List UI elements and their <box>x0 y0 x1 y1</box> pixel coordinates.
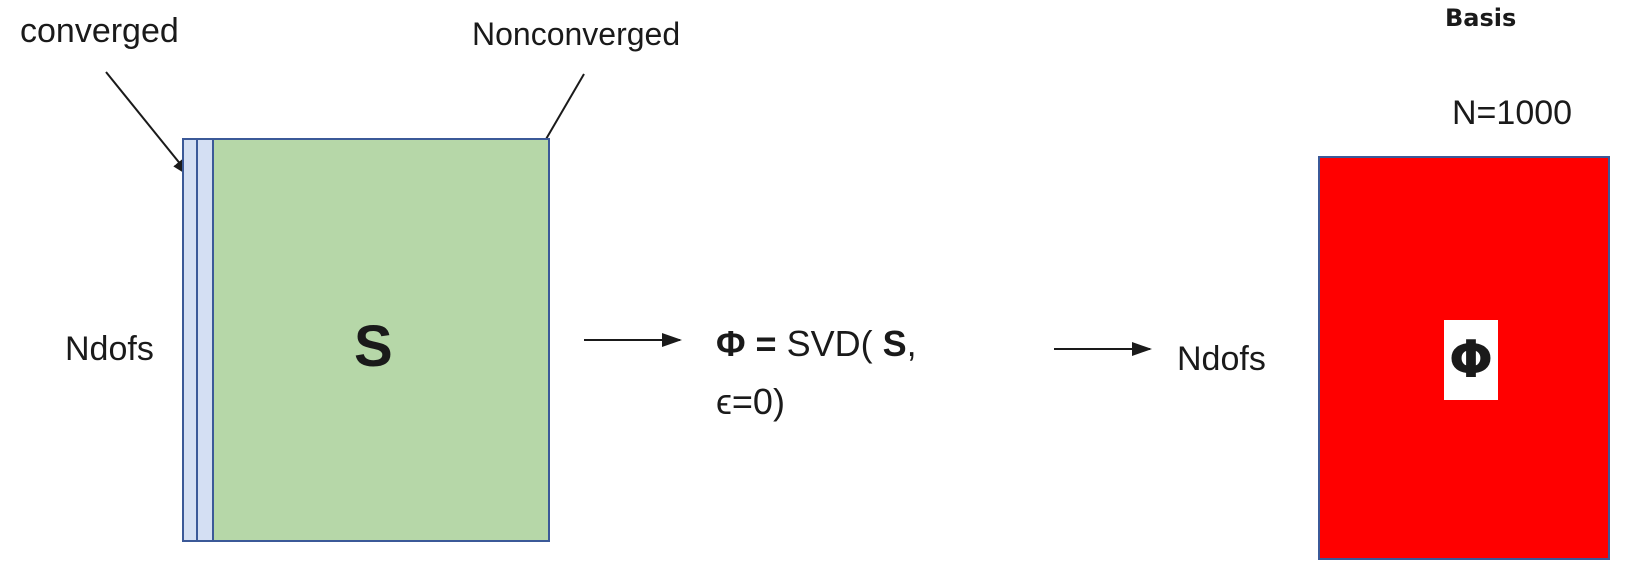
basis-matrix: Φ <box>1318 156 1610 560</box>
ndofs-right-label: Ndofs <box>1177 340 1266 378</box>
snapshot-matrix: S <box>212 138 550 542</box>
equation-lhs: Φ = <box>716 323 777 364</box>
basis-title: Basis <box>1445 4 1517 32</box>
equation-func: SVD( <box>786 323 873 364</box>
nonconverged-label: Nonconverged <box>472 16 681 52</box>
basis-matrix-symbol-box: Φ <box>1444 320 1498 400</box>
converged-pointer-arrow <box>105 71 192 178</box>
basis-size-label: N=1000 <box>1452 94 1573 132</box>
svd-equation-line1: Φ = SVD( S, <box>716 326 917 362</box>
basis-matrix-symbol: Φ <box>1448 330 1494 390</box>
equation-comma: , <box>906 323 917 364</box>
svd-equation-line2: ϵ=0) <box>716 381 785 422</box>
equation-arg: S <box>882 323 907 364</box>
converged-label: converged <box>20 12 179 50</box>
ndofs-left-label: Ndofs <box>65 330 154 368</box>
snapshot-matrix-symbol: S <box>354 314 393 379</box>
